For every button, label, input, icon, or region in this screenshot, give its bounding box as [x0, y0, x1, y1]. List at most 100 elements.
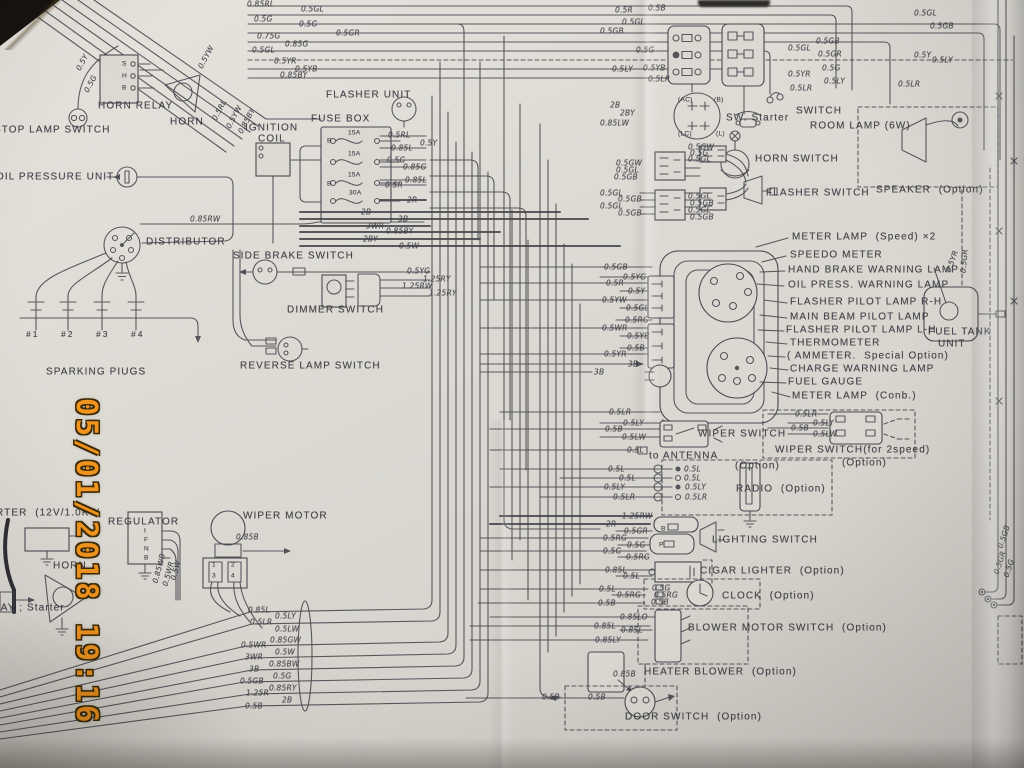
cigar-lighter-label: CIGAR LIGHTER (Option)	[700, 565, 845, 577]
wire-label: 0.5LR	[613, 492, 636, 502]
wire-label: 0.5YB	[643, 63, 666, 73]
wire-label: 0.5L	[619, 473, 636, 483]
wire-label: 0.5GB	[690, 198, 714, 208]
wire-label: 0.5R	[606, 278, 624, 288]
wire-label: 0.5YB	[295, 64, 318, 74]
wire-label: 0.85L	[248, 606, 270, 615]
wiper-switch-2speed-label: WIPER SWITCH(for 2speed)	[775, 444, 931, 456]
wire-label: 0.85L	[594, 621, 616, 631]
meter-lamp-speed-label: METER LAMP (Speed) ×2	[792, 231, 937, 243]
flasher-unit-label: FLASHER UNIT	[326, 89, 412, 101]
wire-label: #1	[26, 329, 40, 339]
wire-label: 0.5LY	[813, 418, 834, 428]
wire-label: 0.85GW	[270, 635, 302, 645]
wire-label: 0.5LR	[250, 617, 273, 627]
wire-label: 0.5YR	[274, 56, 297, 66]
shadow	[0, 738, 1024, 768]
ignition-coil-label2: COIL	[258, 133, 286, 145]
wire-label: 3	[212, 572, 216, 580]
wire-label: 0.5B	[245, 702, 263, 711]
wire-label: 0.5GB	[618, 208, 642, 218]
wire-label: F	[144, 536, 149, 544]
wire-label: 0.5B	[598, 598, 616, 608]
wire-label: 0.5B	[605, 424, 623, 434]
wire-label: 0.5LY	[604, 482, 625, 492]
antenna-label: to ANTENNA	[649, 450, 719, 462]
wire-label: 0.5YW	[602, 295, 627, 305]
wire-label: 3B	[628, 359, 639, 369]
meter-cluster	[479, 237, 791, 429]
wire-label: 0.5B	[648, 3, 666, 13]
wire-label: 3WR	[245, 653, 263, 662]
dark-smudge	[698, 0, 770, 7]
wire-label: 0.5L	[599, 584, 616, 594]
top-connector-blocks	[667, 23, 765, 87]
wire-label: 0.5LY	[612, 64, 633, 74]
wiper-2speed-option-label: (Option)	[842, 457, 887, 469]
antenna-radio-group	[489, 446, 833, 528]
wire-label: 0.85G	[403, 162, 427, 172]
wire-label: 2B	[282, 695, 293, 705]
wire-label: (B)	[714, 96, 724, 104]
wire-label: B	[122, 84, 127, 92]
wire-label: 0.5GL	[301, 4, 324, 14]
wire-label: 1.25RW	[402, 281, 433, 291]
wire-label: 0.5GL	[688, 205, 711, 215]
wire-label: #4	[131, 329, 145, 339]
side-brake-switch-label: SIDE BRAKE SWITCH	[233, 250, 354, 262]
distributor-label: DISTRIBUTOR	[146, 236, 226, 248]
fuse-box	[299, 96, 621, 247]
wire-label: 0.5GL	[622, 17, 645, 27]
wire-label: 0.5GB	[930, 21, 954, 31]
wiper-motor-label: WIPER MOTOR	[243, 510, 328, 522]
wire-label: 0.5RG	[617, 590, 641, 600]
wire-label: 0.5RG	[626, 552, 650, 562]
wire-label: 0.5GB	[614, 172, 638, 182]
wire-label: 0.5YG	[407, 266, 431, 276]
wire-label: 0.5GL	[626, 303, 649, 313]
wire-label: 0.5LY	[275, 611, 296, 621]
wire-label: 0.5GR	[624, 526, 648, 536]
wire-label: 0.85BW	[269, 659, 300, 669]
wire-label: 2BY	[620, 108, 635, 118]
sw-starter-label: SW. Starter	[726, 112, 790, 124]
wire-label: 3B	[594, 367, 605, 377]
heater-blower-label: HEATER BLOWER (Option)	[644, 666, 797, 678]
wire-label: 2	[231, 561, 235, 569]
wire-label: 0.5RL	[388, 130, 411, 140]
wire-label: 1	[212, 561, 216, 569]
wire-label: 0.5GB	[995, 523, 1012, 550]
wire-label: 0.5G	[690, 148, 709, 158]
wire-label: 1.25R	[246, 689, 269, 698]
wiper-switch-group	[489, 409, 916, 459]
wire-label: 2B	[610, 100, 621, 110]
room-lamp-label: ROOM LAMP (6W)	[810, 120, 911, 132]
wire-label: 0.85BY	[280, 70, 308, 80]
wire-label: 0.85L	[391, 143, 413, 153]
wire-label: 0.5G	[822, 63, 841, 73]
wire-label: 0.5L	[627, 445, 644, 455]
wire-label: #2	[61, 329, 75, 339]
wire-label: 0.5L	[623, 571, 640, 581]
wire-label: 0.5LY	[824, 76, 845, 86]
horn-label: HORN	[170, 116, 204, 128]
wire-label: 0.85RW	[190, 214, 221, 224]
wire-label: 15A	[348, 171, 361, 179]
wire-label: 0.5L	[608, 464, 625, 474]
flasher-switch-label: FLASHER SWITCH	[766, 187, 870, 199]
wire-label: 0.5G	[636, 45, 655, 55]
wire-label: 0.5LW	[275, 624, 300, 634]
fuse-box-label: FUSE BOX	[311, 113, 371, 125]
relay-starter-label: RELAY ; Starter	[0, 603, 65, 614]
speedo-meter-label: SPEEDO METER	[790, 249, 883, 261]
oil-press-warning-label: OIL PRESS. WARNING LAMP	[788, 279, 950, 291]
wire-label: 0.5LY	[685, 482, 706, 492]
wire-label: 3B	[249, 665, 259, 674]
wire-label: 1.25RY	[429, 288, 457, 298]
wire-label: 1.25RY	[423, 274, 451, 284]
wire-label: 0.5LR	[795, 409, 818, 419]
wire-label: 30A	[349, 189, 362, 197]
door-switch-label: DOOR SWITCH (Option)	[625, 711, 762, 723]
reverse-lamp-switch-label: REVERSE LAMP SWITCH	[240, 360, 381, 372]
